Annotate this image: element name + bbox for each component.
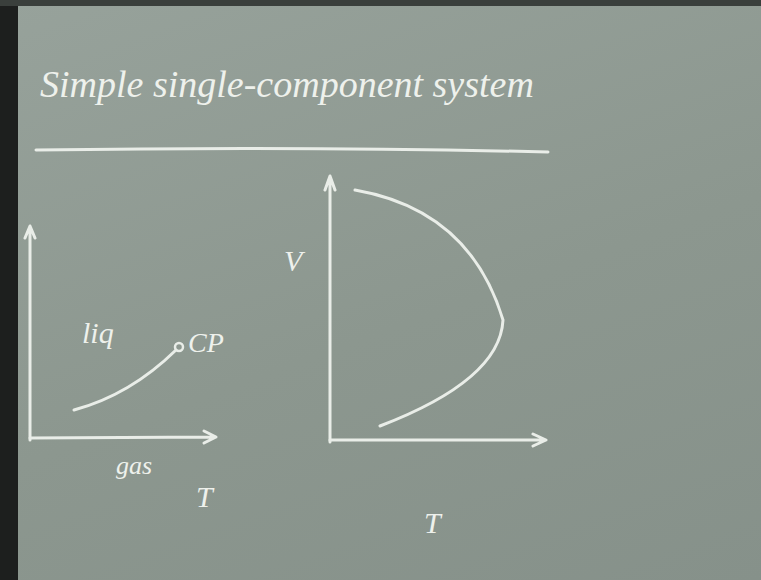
coexistence-dome bbox=[355, 190, 503, 426]
title-underline bbox=[36, 148, 548, 152]
x-axis bbox=[30, 431, 216, 443]
x-axis bbox=[330, 434, 546, 446]
board-edge bbox=[0, 0, 761, 6]
phase-label: liq bbox=[82, 316, 114, 349]
axis-label: T bbox=[196, 480, 213, 513]
critical-point bbox=[175, 343, 183, 351]
board-title: Simple single-component system bbox=[40, 64, 534, 106]
y-axis bbox=[25, 226, 35, 440]
coexistence-curve bbox=[74, 350, 176, 410]
board-edge bbox=[0, 0, 18, 580]
axis-label: V bbox=[284, 244, 302, 277]
axis-label: T bbox=[424, 506, 441, 539]
y-axis bbox=[325, 176, 335, 442]
phase-label: gas bbox=[116, 452, 152, 481]
point-label: CP bbox=[188, 328, 224, 359]
